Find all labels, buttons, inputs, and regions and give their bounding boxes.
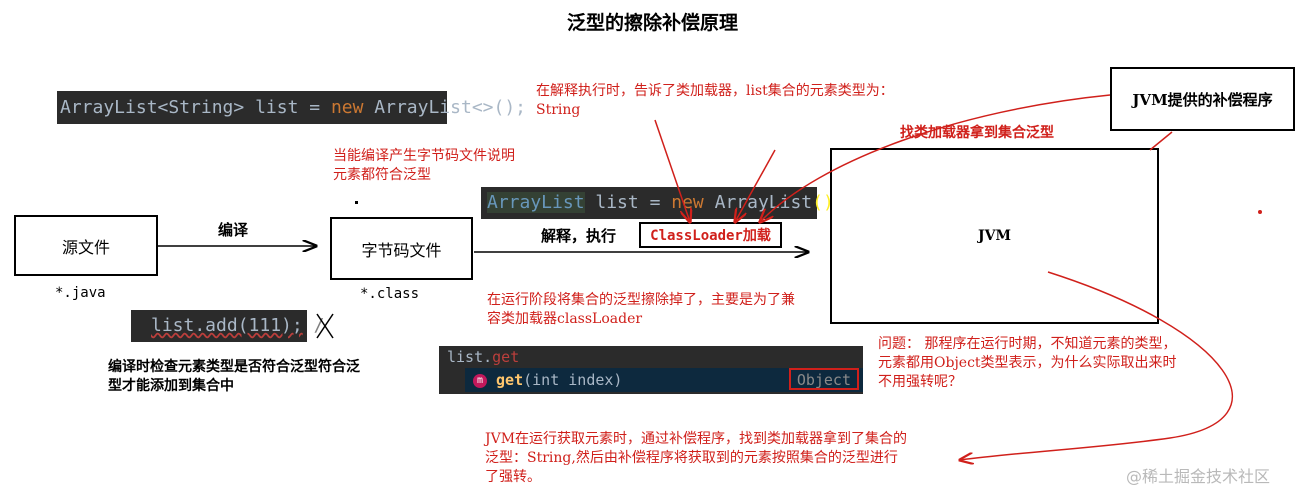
code-instance-keyword: new bbox=[671, 192, 704, 213]
code-instance-var: list = bbox=[584, 192, 672, 213]
autocomplete-typed: list.get bbox=[439, 346, 863, 368]
autocomplete-item-name: get bbox=[496, 371, 524, 389]
code-add: list.add(111); / bbox=[131, 310, 324, 342]
arrow-note-to-loader-2 bbox=[735, 149, 776, 222]
code-instance-type: ArrayList bbox=[487, 192, 585, 213]
arrow-compensation-to-loader bbox=[760, 94, 1111, 222]
code-declaration-part2: ArrayList<>(); bbox=[363, 97, 527, 118]
red-tick bbox=[1149, 131, 1173, 151]
ext-class: *.class bbox=[360, 286, 420, 302]
source-file-box: 源文件 bbox=[14, 215, 158, 276]
cross-icon bbox=[316, 313, 334, 339]
note-runtime-loader: 在解释执行时，告诉了类加载器，list集合的元素类型为：String bbox=[536, 83, 894, 118]
autocomplete-typed-prefix: list. bbox=[447, 348, 493, 366]
classloader-box: ClassLoader加载 bbox=[639, 222, 782, 248]
jvm-box: JVM bbox=[830, 148, 1159, 324]
red-dot bbox=[1258, 210, 1262, 214]
dot-mark bbox=[355, 201, 358, 204]
autocomplete-popup: list.get m get(int index) Object bbox=[439, 346, 863, 394]
method-icon: m bbox=[473, 373, 487, 388]
autocomplete-item-type: Object bbox=[788, 368, 859, 390]
note-question: 问题： 那程序在运行时期，不知道元素的类型，元素都用Object类型表示，为什么… bbox=[878, 336, 1177, 390]
note-compile-valid: 当能编译产生字节码文件说明元素都符合泛型 bbox=[333, 148, 515, 183]
code-declaration-part1: ArrayList<String> list = bbox=[60, 97, 331, 118]
arrow-jvm-to-answer bbox=[960, 271, 1233, 460]
code-declaration: ArrayList<String> list = new ArrayList<>… bbox=[57, 91, 526, 124]
note-erase: 在运行阶段将集合的泛型擦除掉了，主要是为了兼容类加载器classLoader bbox=[487, 292, 795, 327]
autocomplete-item-params: (int index) bbox=[523, 371, 623, 389]
jvm-compensation-box: JVM提供的补偿程序 bbox=[1110, 67, 1295, 131]
code-add-text: list.add(111); bbox=[151, 315, 303, 336]
autocomplete-typed-rest: get bbox=[492, 348, 520, 366]
autocomplete-item[interactable]: m get(int index) Object bbox=[465, 368, 863, 392]
label-interpret: 解释，执行 bbox=[541, 227, 617, 245]
bytecode-file-box: 字节码文件 bbox=[330, 217, 473, 280]
note-compile-check: 编译时检查元素类型是否符合泛型符合泛型才能添加到集合中 bbox=[108, 359, 360, 394]
arrow-note-to-loader-1 bbox=[654, 119, 690, 222]
note-answer: JVM在运行获取元素时，通过补偿程序，找到类加载器拿到了集合的泛型：String… bbox=[485, 431, 908, 485]
ext-java: *.java bbox=[55, 285, 106, 301]
code-add-tail: / bbox=[313, 315, 325, 336]
code-declaration-keyword: new bbox=[330, 97, 364, 118]
label-compile: 编译 bbox=[218, 221, 249, 239]
diagram-title: 泛型的擦除补偿原理 bbox=[566, 12, 738, 34]
watermark: @稀土掘金技术社区 bbox=[1126, 467, 1271, 486]
